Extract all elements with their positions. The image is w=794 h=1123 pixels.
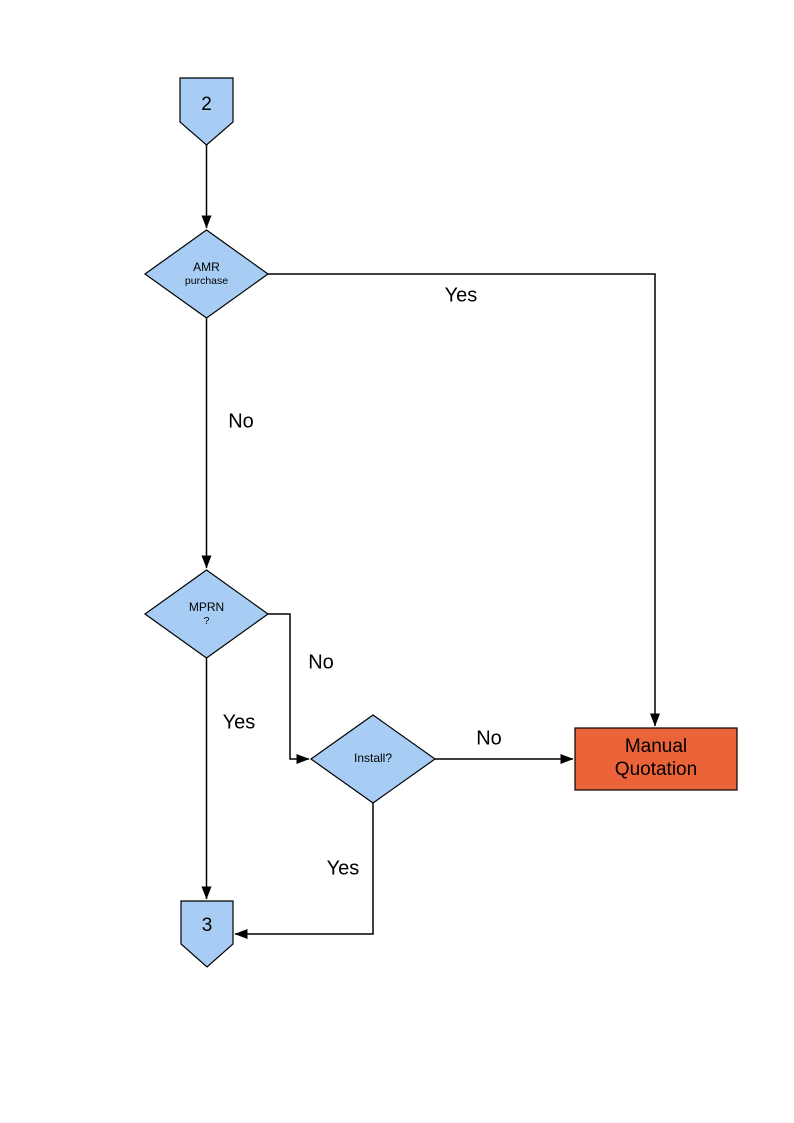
process-manual-quotation-shape — [574, 727, 738, 791]
process-manual-quotation-label-line1: Manual — [624, 736, 688, 758]
decision-amr-label-line1: AMR — [193, 260, 220, 275]
decision-amr-label-line2: purchase — [184, 274, 229, 287]
decision-amr-label: AMR purchase — [184, 260, 229, 287]
decision-install-label: Install? — [353, 751, 393, 766]
edge-label-mprn-no: No — [308, 651, 334, 674]
edge-label-amr-no: No — [228, 410, 254, 433]
process-manual-quotation-label: Manual Quotation — [615, 736, 697, 782]
decision-mprn-label-line1: MPRN — [188, 600, 225, 615]
edge-label-mprn-yes: Yes — [222, 711, 256, 734]
edge-label-install-no: No — [476, 727, 502, 750]
edge-amr-yes-to-manual-quotation — [268, 273, 660, 727]
edge-install-yes-to-connector-3 — [234, 803, 374, 939]
decision-mprn-shape — [143, 569, 270, 659]
edge-mprn-no-to-install — [268, 613, 310, 764]
decision-mprn-label: MPRN ? — [188, 600, 225, 627]
decision-mprn-label-line2: ? — [203, 614, 210, 627]
edge-label-amr-yes: Yes — [444, 284, 478, 307]
off-page-connector-3-label: 3 — [201, 915, 213, 936]
off-page-connector-2-label: 2 — [201, 94, 212, 115]
edge-label-install-yes: Yes — [326, 857, 360, 880]
process-manual-quotation-label-line2: Quotation — [614, 759, 698, 780]
off-page-connector-2-shape — [179, 77, 234, 146]
decision-amr-shape — [143, 229, 270, 319]
decision-install-shape — [309, 714, 437, 804]
off-page-connector-3-shape — [180, 900, 234, 968]
